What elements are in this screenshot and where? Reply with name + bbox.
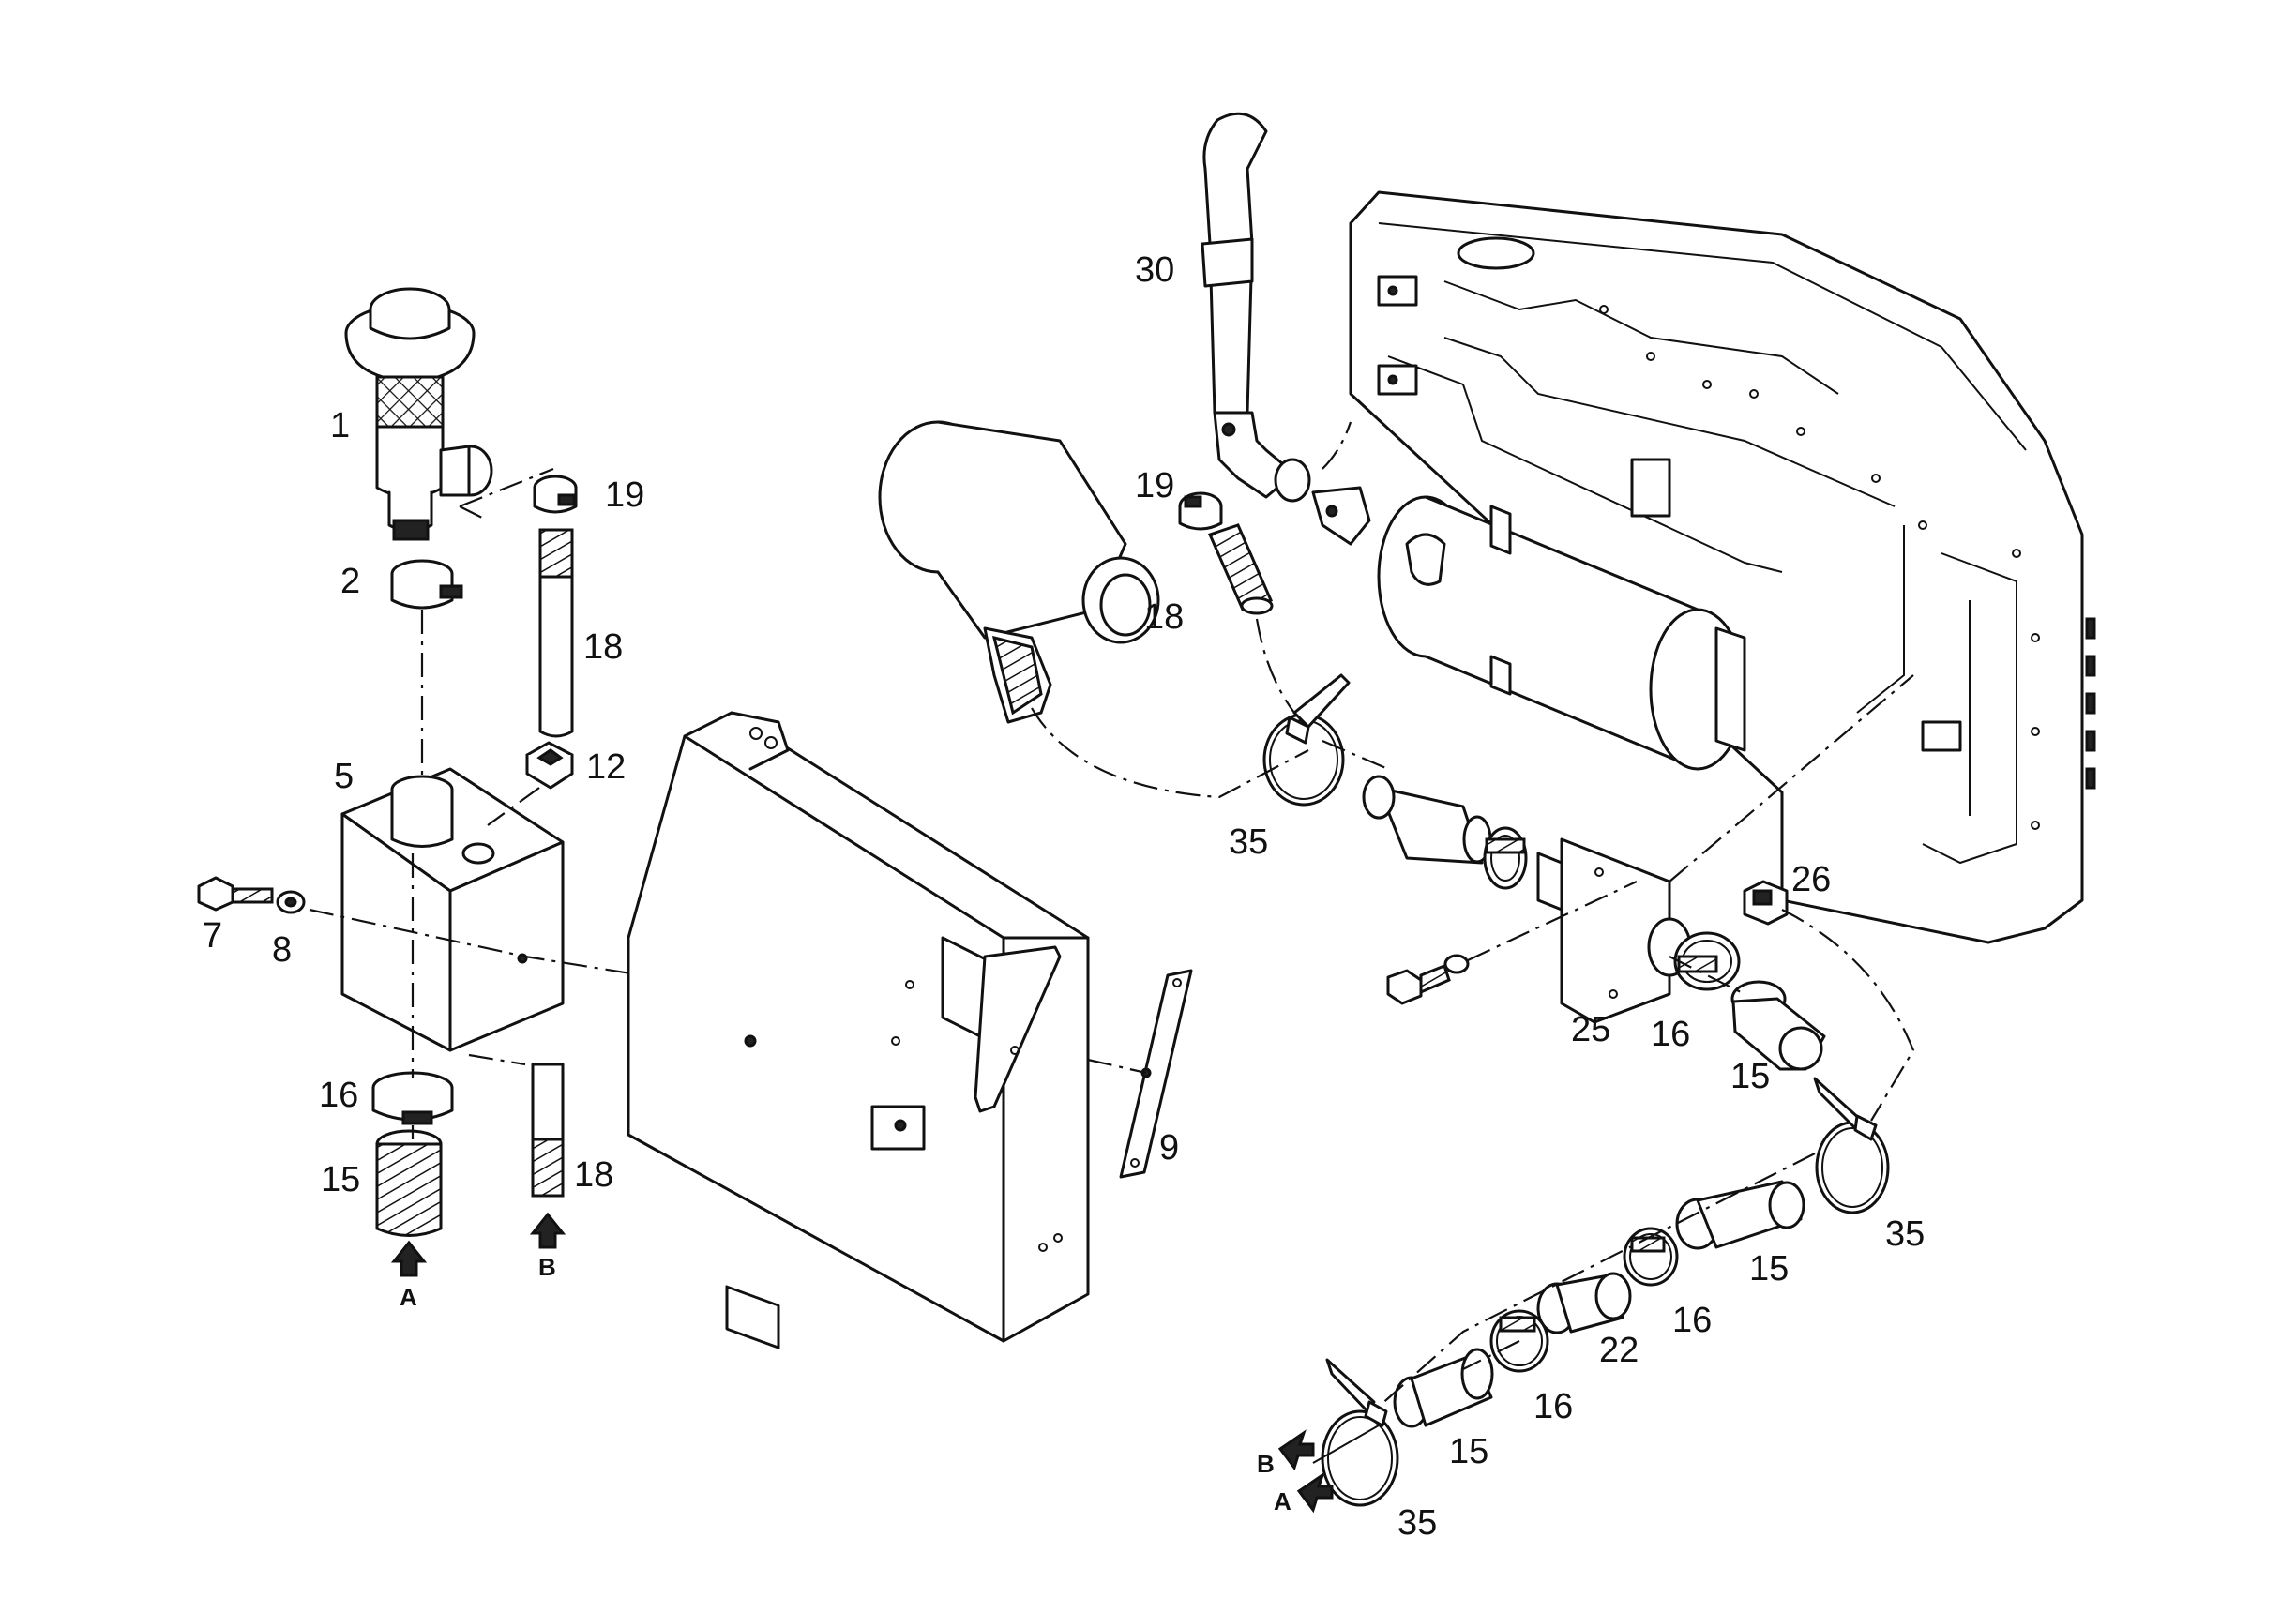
callout-15-middle: 15 xyxy=(1749,1249,1789,1289)
flow-marker-b-right: B xyxy=(1257,1450,1275,1478)
callout-15-lower: 15 xyxy=(1449,1432,1488,1471)
flow-arrow-a-left xyxy=(390,1240,428,1277)
mounting-strap-part-9 xyxy=(1119,969,1193,1179)
callout-18-right: 18 xyxy=(1144,597,1184,637)
callout-22: 22 xyxy=(1599,1331,1639,1370)
callout-7: 7 xyxy=(203,916,222,956)
breather-hose-part-18-right xyxy=(1207,523,1274,615)
grommet-part-12 xyxy=(525,741,574,790)
callout-19-right: 19 xyxy=(1135,466,1174,505)
coupling-part-22 xyxy=(1536,1272,1632,1334)
callout-35-middle: 35 xyxy=(1885,1214,1925,1254)
bolt-part-7 xyxy=(197,876,274,912)
flow-marker-a-right: A xyxy=(1274,1487,1292,1515)
hose-clamp-part-2 xyxy=(390,559,463,610)
hose-part-15-bottom xyxy=(1393,1348,1494,1428)
callout-30: 30 xyxy=(1135,250,1174,290)
callout-1: 1 xyxy=(330,406,350,445)
band-clamp-part-35-lower xyxy=(1321,1358,1399,1507)
callout-9: 9 xyxy=(1159,1128,1179,1168)
exhaust-stack-part-30 xyxy=(1201,112,1371,546)
muffler xyxy=(1377,495,1746,771)
breather-hose-part-18 xyxy=(538,528,574,738)
breather-hose-part-18-lower xyxy=(531,1063,565,1198)
callout-12: 12 xyxy=(586,747,626,787)
callout-5: 5 xyxy=(334,757,354,796)
callout-35-upper: 35 xyxy=(1229,822,1268,862)
engine-frame-assembly xyxy=(1349,190,2096,944)
callout-16-lower: 16 xyxy=(1533,1387,1573,1426)
callout-2: 2 xyxy=(340,562,360,601)
flow-arrow-b-left xyxy=(529,1212,566,1249)
side-panel-assembly xyxy=(627,711,1193,1349)
left-air-intake-assembly xyxy=(197,287,1023,1277)
flow-marker-a-left: A xyxy=(400,1283,417,1311)
callout-15-right: 15 xyxy=(1730,1057,1770,1096)
callout-26: 26 xyxy=(1791,860,1831,899)
callout-15: 15 xyxy=(321,1160,360,1199)
callout-25: 25 xyxy=(1571,1010,1610,1049)
hose-part-15-left xyxy=(375,1129,443,1237)
frame-teeth xyxy=(2085,617,2096,790)
band-clamp-part-35-middle xyxy=(1813,1077,1890,1214)
bolt-right xyxy=(1386,964,1451,1005)
washer-right xyxy=(1443,954,1470,974)
callout-18-lower: 18 xyxy=(574,1155,613,1195)
callout-16-middle: 16 xyxy=(1672,1301,1712,1340)
precleaner-cap-part-1 xyxy=(344,287,493,541)
callout-18: 18 xyxy=(583,627,623,667)
small-clamp-part-19 xyxy=(533,475,578,514)
intake-box-part-5 xyxy=(340,767,565,1052)
hose-part-15-right xyxy=(1730,980,1826,1071)
callout-labels: 1 2 19 18 5 12 7 8 16 15 18 9 30 19 18 3… xyxy=(203,250,1925,1543)
hose-clamp-part-16-middle xyxy=(1623,1227,1679,1287)
hose-upper-right xyxy=(1362,775,1492,865)
callout-19: 19 xyxy=(605,475,644,515)
washer-part-8 xyxy=(276,890,306,914)
callout-35-lower: 35 xyxy=(1397,1503,1437,1543)
hose-part-15-lower-right xyxy=(1675,1180,1805,1250)
hose-clamp-part-16-left xyxy=(371,1071,454,1125)
band-clamp-part-35-upper xyxy=(1262,673,1351,806)
flow-arrow-a-right xyxy=(1296,1471,1334,1514)
callout-16: 16 xyxy=(319,1076,358,1115)
flow-arrow-b-right xyxy=(1277,1429,1315,1471)
mounting-bracket-part-25 xyxy=(1536,837,1671,1024)
callout-16-right: 16 xyxy=(1651,1015,1690,1054)
grommet-part-26 xyxy=(1743,880,1789,926)
flow-marker-b-left: B xyxy=(538,1253,556,1281)
air-cleaner-canister xyxy=(878,420,1160,724)
callout-8: 8 xyxy=(272,930,292,970)
small-clamp-part-19-right xyxy=(1178,491,1223,531)
hose-clamp-upper-right xyxy=(1483,826,1528,890)
